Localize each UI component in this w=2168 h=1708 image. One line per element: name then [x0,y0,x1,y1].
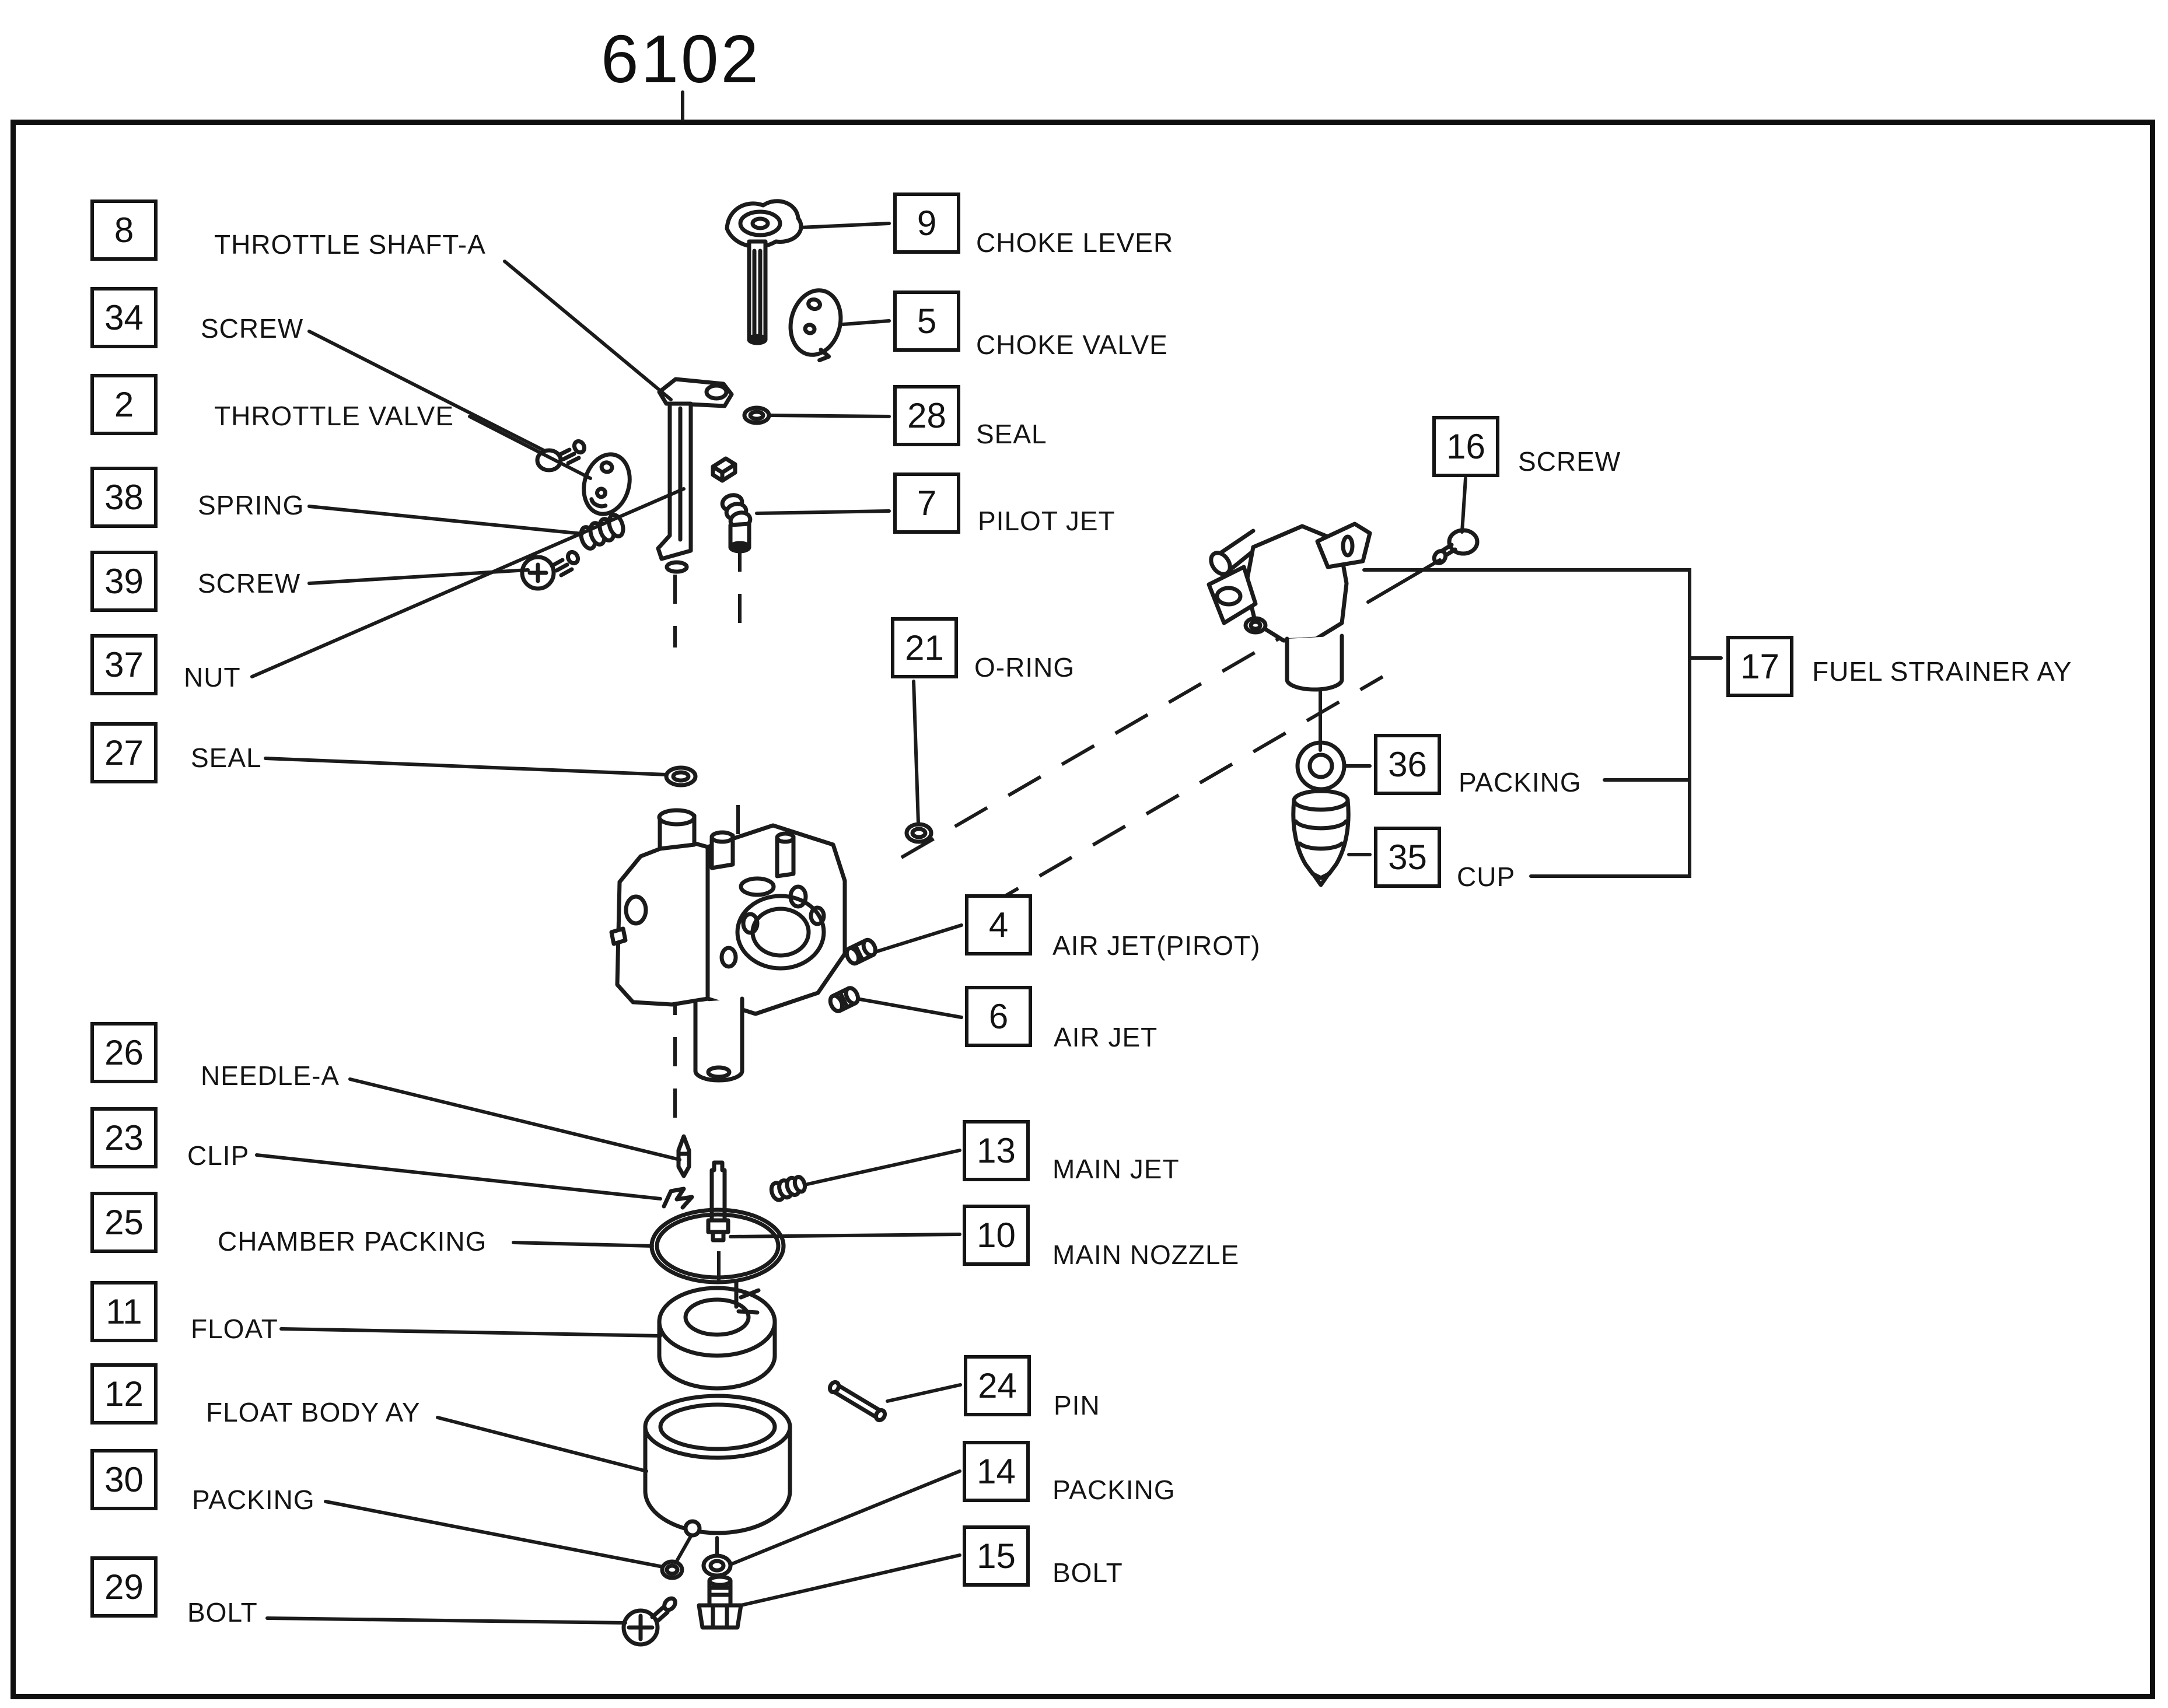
part-label: PACKING [1459,767,1582,797]
part-label: CHOKE LEVER [976,228,1174,258]
part-number-box: 23 [90,1107,158,1168]
needle-drawing [676,1134,691,1178]
part-label: THROTTLE SHAFT-A [214,229,486,260]
choke-valve-drawing [788,288,843,363]
throttle-shaft-drawing [656,377,734,574]
part-number-box: 11 [90,1281,158,1342]
clip-drawing [662,1186,694,1210]
pilot-jet-drawing [720,493,753,554]
main-nozzle-drawing [706,1160,730,1242]
part-number-box: 25 [90,1192,158,1253]
part-label: THROTTLE VALVE [214,401,454,431]
part-number-box: 35 [1374,827,1441,888]
part-label: PACKING [1052,1475,1176,1505]
part-label: CHAMBER PACKING [218,1226,487,1256]
part-label: MAIN JET [1052,1154,1180,1184]
seal-28-drawing [742,405,771,425]
part-number-box: 8 [90,200,158,261]
carburetor-body-drawing [609,808,847,1083]
o-ring-drawing [904,822,933,844]
screw-39-drawing [520,550,581,591]
part-label: FLOAT [191,1314,278,1344]
diagram-border [11,120,2155,1699]
part-label: FLOAT BODY AY [206,1397,421,1427]
part-label: SEAL [191,743,262,773]
air-jet-drawing [828,986,861,1013]
part-number-box: 24 [964,1355,1031,1416]
part-label: O-RING [974,652,1075,682]
part-number-box: 26 [90,1022,158,1083]
screw-16-drawing [1432,528,1480,565]
part-number-box: 5 [893,290,960,352]
choke-lever-drawing [725,199,803,345]
part-label: PACKING [192,1485,315,1515]
part-label: NEEDLE-A [201,1060,340,1091]
part-number-box: 6 [965,986,1032,1047]
fuel-strainer-drawing [1207,522,1372,692]
part-label: PILOT JET [978,506,1116,536]
nut-drawing [711,456,737,483]
part-number-box: 2 [90,374,158,435]
part-number-box: 30 [90,1449,158,1510]
part-number-box: 10 [963,1205,1030,1266]
air-jet-pilot-drawing [844,937,877,966]
part-number-box: 17 [1726,636,1793,697]
seal-27-drawing [664,765,698,788]
part-number-box: 15 [963,1525,1030,1587]
part-label: CHOKE VALVE [976,330,1168,360]
part-number-box: 27 [90,722,158,783]
part-label: PIN [1054,1390,1100,1420]
float-drawing [657,1279,777,1391]
part-number-box: 9 [893,192,960,254]
part-label: SPRING [198,490,305,520]
throttle-valve-drawing [582,452,632,516]
part-label: BOLT [187,1597,258,1628]
float-pin-drawing [827,1380,887,1423]
part-number-box: 29 [90,1556,158,1618]
part-number-box: 7 [893,473,960,534]
part-label: NUT [184,662,241,692]
leader-lines [250,222,1723,1625]
part-label: SCREW [1518,446,1621,477]
main-jet-drawing [769,1175,807,1202]
part-number-box: 39 [90,551,158,612]
part-number-box: 21 [891,617,958,678]
cup-drawing [1291,789,1351,887]
bolt-15-drawing [697,1574,743,1630]
part-number-box: 37 [90,634,158,695]
part-number-box: 12 [90,1363,158,1424]
part-label: MAIN NOZZLE [1052,1240,1240,1270]
float-body-drawing [643,1394,792,1563]
part-number-box: 16 [1432,416,1499,477]
part-label: AIR JET(PIROT) [1052,930,1261,961]
part-label: SCREW [201,313,304,344]
part-number-box: 4 [965,894,1032,956]
part-label: SCREW [198,568,301,598]
packing-14-drawing [701,1553,733,1578]
part-label: SEAL [976,419,1047,449]
page-title: 6102 [601,21,761,97]
part-number-box: 28 [893,385,960,446]
part-label: CLIP [187,1140,250,1171]
part-number-box: 38 [90,467,158,528]
part-label: CUP [1457,862,1516,892]
part-label: AIR JET [1054,1022,1158,1052]
part-label: FUEL STRAINER AY [1812,656,2072,687]
part-number-box: 36 [1374,734,1441,795]
part-number-box: 13 [963,1120,1030,1181]
packing-30-drawing [660,1559,684,1580]
part-label: BOLT [1052,1558,1123,1588]
part-number-box: 14 [963,1441,1030,1502]
bolt-29-drawing [621,1596,677,1647]
part-number-box: 34 [90,287,158,348]
